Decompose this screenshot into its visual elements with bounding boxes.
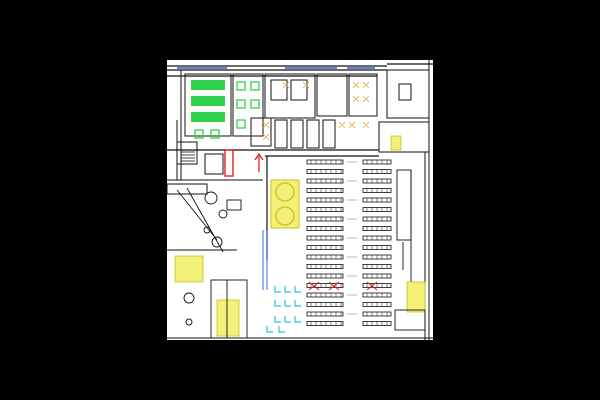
floor-plan-svg — [167, 60, 433, 340]
cyan-fixture — [266, 326, 273, 333]
floor-plan-drawing — [167, 60, 433, 340]
cyan-fixture — [294, 286, 301, 293]
west-machinery — [167, 187, 242, 253]
cyan-fixture — [284, 316, 291, 323]
rack-row — [306, 292, 344, 298]
rack-row — [306, 159, 344, 165]
cyan-fixture — [274, 316, 281, 323]
room-green-north — [184, 73, 264, 139]
rack-row — [306, 273, 344, 279]
east-stair — [396, 169, 412, 300]
cyan-fixture — [278, 326, 285, 333]
rack-row — [306, 169, 344, 174]
rack-row — [306, 283, 344, 288]
center-ladder — [262, 230, 268, 290]
cyan-fixture — [274, 300, 281, 307]
cyan-fixture — [274, 286, 281, 293]
top-wall-band — [167, 63, 433, 77]
rack-row — [306, 216, 344, 222]
rack-row — [306, 207, 344, 212]
rack-row — [306, 311, 344, 317]
rack-row — [306, 235, 344, 241]
cyan-fixture — [284, 286, 291, 293]
rack-row — [306, 197, 344, 203]
rack-row — [306, 188, 344, 193]
red-arrow-icon — [254, 152, 264, 172]
room-west-mid — [167, 153, 224, 195]
southwest-structures — [167, 279, 433, 339]
rack-row — [306, 302, 344, 307]
cyan-fixture — [294, 316, 301, 323]
north-central-rooms — [250, 73, 378, 149]
east-yellow-patch — [390, 135, 402, 151]
yellow-tank-bay — [270, 179, 300, 229]
cyan-fixtures — [266, 286, 301, 333]
stair-west — [181, 151, 195, 165]
cyan-fixture — [294, 300, 301, 307]
northeast-structure — [378, 60, 430, 340]
red-marker-door — [224, 149, 234, 177]
rack-row — [306, 264, 344, 269]
southwest-yellow-area — [174, 255, 426, 337]
rack-row — [306, 226, 344, 231]
rack-row — [306, 321, 344, 326]
rack-row — [306, 245, 344, 250]
red-x-marks — [308, 281, 378, 291]
rack-row — [306, 178, 344, 184]
north-orange-grid — [262, 81, 370, 141]
rack-row — [306, 254, 344, 260]
cyan-fixture — [284, 300, 291, 307]
